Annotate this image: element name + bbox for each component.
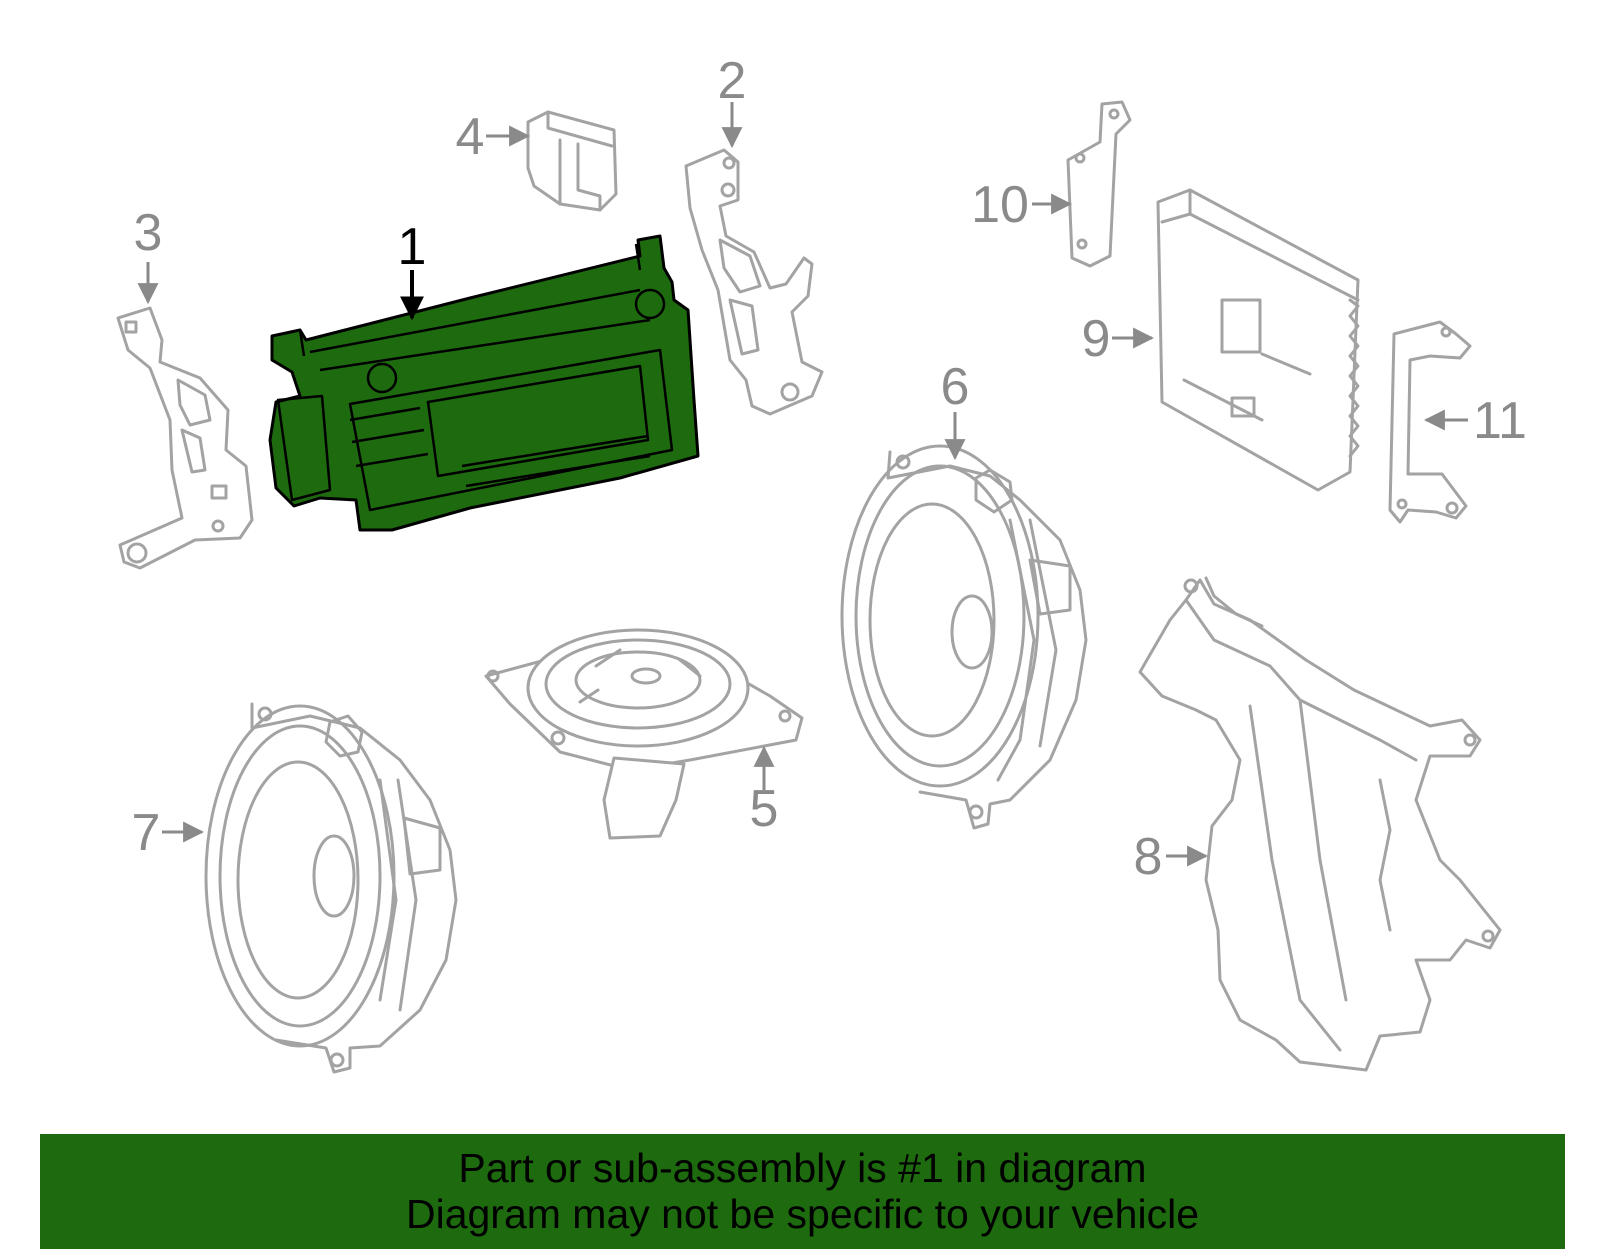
callout-11-label[interactable]: 11	[1473, 392, 1527, 450]
part-6-speaker[interactable]	[840, 444, 1088, 830]
part-11-bracket[interactable]	[1388, 320, 1472, 524]
part-9-amplifier[interactable]	[1156, 188, 1360, 492]
callout-5-label[interactable]: 5	[750, 780, 779, 838]
callout-7-label[interactable]: 7	[132, 804, 161, 862]
info-banner: Part or sub-assembly is #1 in diagram Di…	[40, 1134, 1565, 1249]
callout-8-label[interactable]: 8	[1134, 828, 1163, 886]
callout-6-label[interactable]: 6	[941, 358, 970, 416]
banner-line-1: Part or sub-assembly is #1 in diagram	[458, 1145, 1147, 1191]
callout-2-label[interactable]: 2	[718, 52, 747, 110]
callout-1-label[interactable]: 1	[398, 218, 427, 276]
part-1-radio-unit[interactable]	[268, 234, 700, 532]
part-4-connector[interactable]	[526, 110, 618, 212]
callout-10-label[interactable]: 10	[971, 176, 1029, 234]
callout-3-label[interactable]: 3	[134, 204, 163, 262]
part-10-bracket[interactable]	[1066, 100, 1132, 268]
part-3-bracket[interactable]	[116, 306, 254, 570]
part-8-subwoofer[interactable]	[1138, 576, 1502, 1072]
banner-line-2: Diagram may not be specific to your vehi…	[405, 1191, 1199, 1237]
part-2-bracket[interactable]	[684, 148, 824, 416]
part-7-speaker[interactable]	[204, 702, 458, 1074]
callout-9-label[interactable]: 9	[1082, 310, 1111, 368]
callout-4-label[interactable]: 4	[456, 108, 485, 166]
part-5-tweeter[interactable]	[484, 628, 804, 840]
